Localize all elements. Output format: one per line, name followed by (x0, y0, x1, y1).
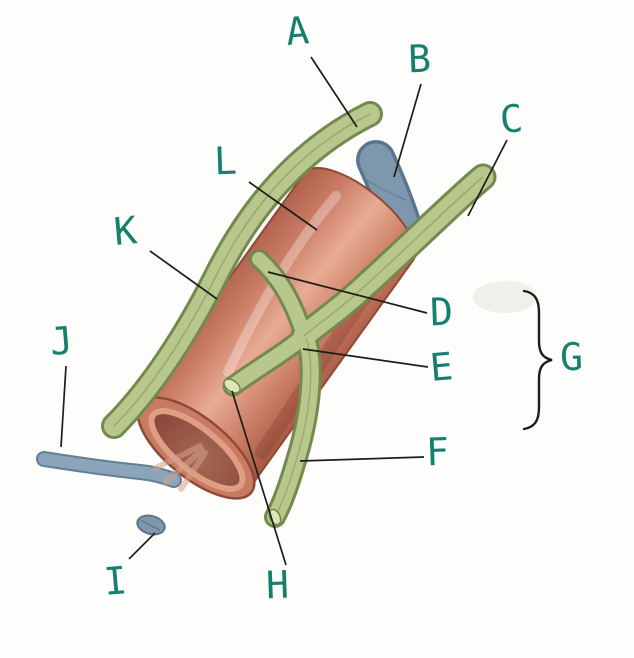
background-smudge (473, 281, 537, 313)
nerve-right-texture (303, 176, 484, 337)
label-e: E (428, 344, 455, 390)
leader-line-l (248, 181, 318, 231)
blue-vessel-b-striation (365, 179, 407, 201)
lumen-streaks (153, 443, 208, 492)
blue-tube-j (36, 451, 182, 488)
blue-tube-j-body (38, 453, 180, 486)
blue-bead-body (136, 514, 166, 536)
nerve-cut-tip-h (223, 378, 241, 394)
leader-line-b (393, 83, 422, 178)
label-l: L (213, 138, 238, 184)
label-a: A (284, 8, 311, 54)
leader-line-j (60, 365, 67, 448)
leader-line-h (231, 390, 287, 566)
leader-line-e (302, 348, 429, 368)
blue-bead-i (136, 514, 166, 536)
label-g: G (559, 334, 584, 380)
nerve-left-texture (113, 113, 371, 427)
label-j: J (48, 318, 75, 364)
leader-line-f (299, 456, 425, 462)
brace-g (522, 289, 553, 431)
label-c: C (498, 96, 525, 142)
label-k: K (112, 208, 139, 254)
leader-lines (60, 56, 508, 566)
leader-line-k (149, 250, 218, 300)
nerves (101, 101, 497, 528)
nerve-f-texture (274, 337, 312, 518)
leader-line-i (128, 532, 156, 560)
label-f: F (425, 429, 450, 475)
label-d: D (429, 289, 454, 335)
leader-line-a (310, 56, 358, 128)
nerve-branch-h (225, 328, 312, 394)
nerve-branch-d (252, 252, 311, 343)
leader-line-d (267, 271, 428, 314)
leader-line-c (467, 139, 508, 217)
label-b: B (407, 36, 432, 82)
label-i: I (102, 558, 129, 604)
blue-bead-detail (140, 519, 161, 531)
label-h: H (265, 562, 290, 608)
